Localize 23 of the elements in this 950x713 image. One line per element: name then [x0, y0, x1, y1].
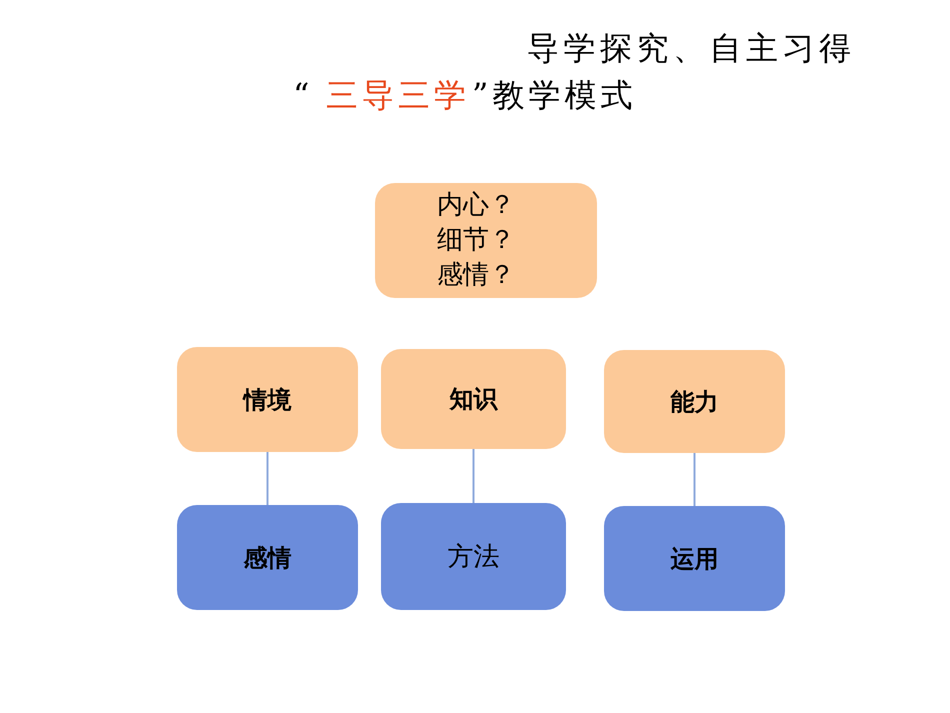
rounded-box [381, 503, 566, 610]
connector-line [694, 453, 696, 506]
highlighted-title-text: 三导三学 [326, 76, 470, 114]
box-label: 能力 [670, 386, 718, 416]
box-label: 内心？ [437, 189, 515, 222]
box-label: 感情 [244, 542, 292, 572]
quotation-mark: “ [293, 76, 310, 114]
box-label: 细节？ [437, 224, 515, 257]
title: 导学探究、自主习得 [527, 29, 856, 67]
box-label: 知识 [450, 384, 498, 414]
rounded-box [604, 506, 785, 611]
box-label: 运用 [670, 544, 718, 574]
rounded-box [177, 347, 358, 452]
box-label: 情境 [244, 384, 292, 414]
rounded-box [375, 183, 597, 298]
connector-line [266, 452, 268, 505]
connector-line [472, 449, 474, 503]
box-label: 感情？ [437, 259, 515, 292]
rounded-box [381, 349, 566, 449]
rounded-box [177, 505, 358, 610]
rounded-box [604, 350, 785, 453]
subtitle-text: ”教学模式 [472, 76, 636, 114]
box-label: 方法 [448, 542, 500, 572]
